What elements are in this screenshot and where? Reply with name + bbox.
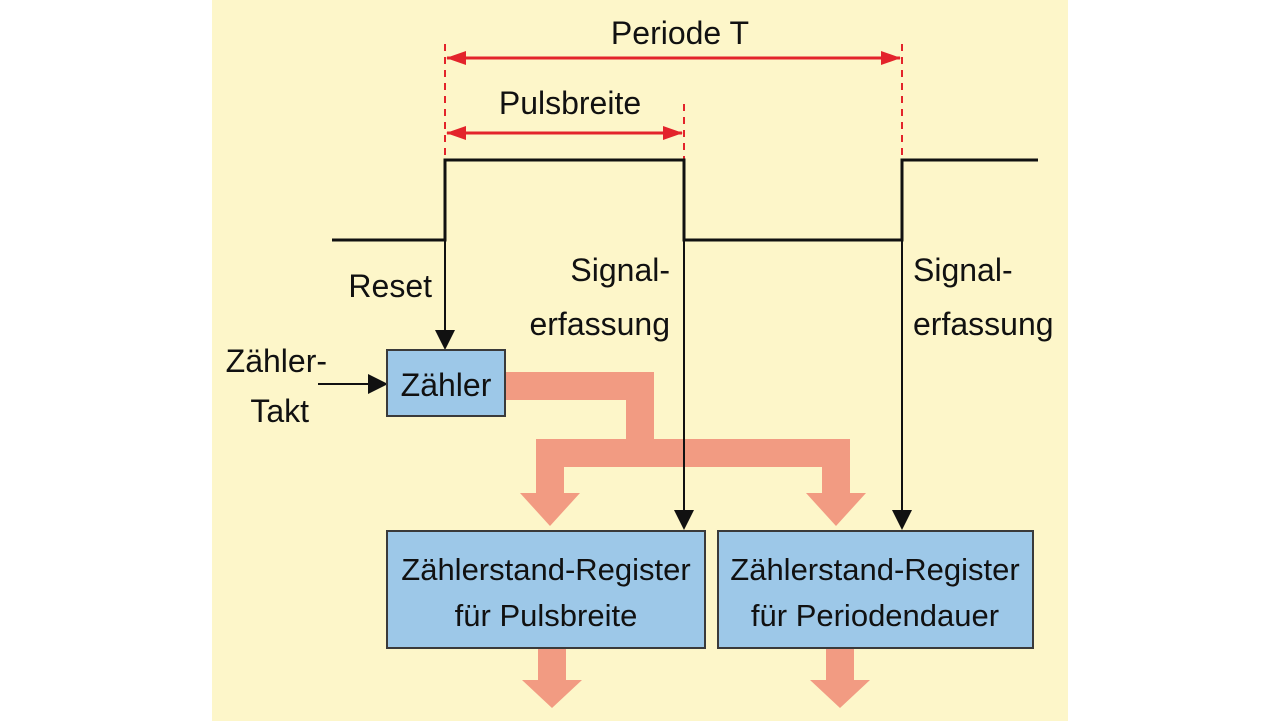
flow-horizontal-branch xyxy=(536,439,850,467)
pulse-width-register-line1: Zählerstand-Register xyxy=(401,552,690,587)
period-register-line1: Zählerstand-Register xyxy=(730,552,1019,587)
flow-out-left-arrowhead xyxy=(522,680,582,708)
clock-label-line1: Zähler- xyxy=(226,343,327,379)
flow-out-right-arrowhead xyxy=(810,680,870,708)
pulse-width-register-box: Zählerstand-Register für Pulsbreite xyxy=(386,530,706,649)
counter-box-label: Zähler xyxy=(401,367,492,403)
counter-box: Zähler xyxy=(386,349,506,417)
signal-capture-2-line1: Signal- xyxy=(913,252,1013,288)
flow-out-right-stem xyxy=(826,648,854,682)
period-label: Periode T xyxy=(611,15,749,51)
flow-right-arrowhead xyxy=(806,493,866,526)
flow-right-drop xyxy=(822,439,850,493)
signal-capture-2-line2: erfassung xyxy=(913,306,1054,342)
pulse-width-label: Pulsbreite xyxy=(499,85,641,121)
pulse-width-register-line2: für Pulsbreite xyxy=(455,598,638,633)
clock-label-line2: Takt xyxy=(250,393,309,429)
signal-capture-1-line2: erfassung xyxy=(529,306,670,342)
period-register-box: Zählerstand-Register für Periodendauer xyxy=(717,530,1034,649)
flow-left-drop xyxy=(536,439,564,493)
flow-left-arrowhead xyxy=(520,493,580,526)
flow-out-left-stem xyxy=(538,648,566,682)
period-register-line2: für Periodendauer xyxy=(751,598,999,633)
dimension-guides xyxy=(444,44,903,160)
data-flow-arrows xyxy=(506,372,870,708)
reset-label: Reset xyxy=(348,268,432,304)
signal-capture-1-line1: Signal- xyxy=(570,252,670,288)
